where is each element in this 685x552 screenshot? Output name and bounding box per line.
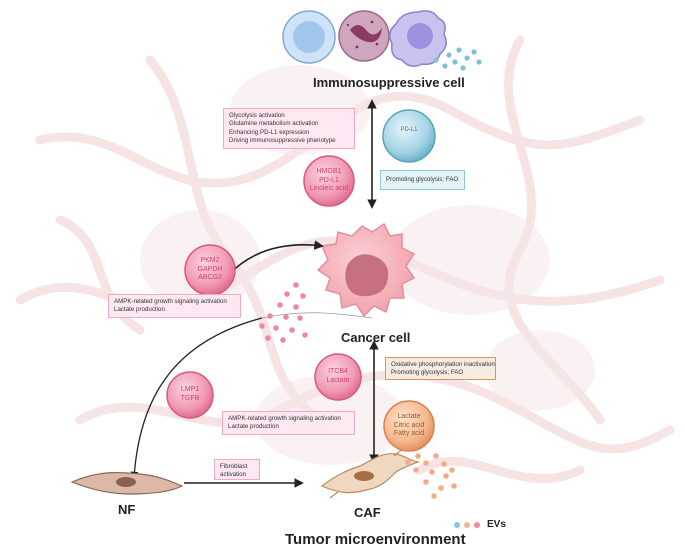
blue-evs-top bbox=[433, 47, 482, 71]
immunosuppressive-cells bbox=[282, 10, 447, 67]
fibroblast-activation-box: Fibroblast activation bbox=[214, 459, 260, 480]
cancer-cell-shape bbox=[316, 222, 416, 318]
glycolysis-activation-box: Glycolysis activation Glutamine metaboli… bbox=[223, 108, 355, 149]
pdl1-vesicle bbox=[382, 109, 436, 163]
pkm2-vesicle-text: PKM2 GAPDH ABCG2 bbox=[197, 257, 223, 281]
nf-cell-shape bbox=[70, 471, 184, 495]
lactate-vesicle bbox=[383, 400, 435, 452]
lactate-vesicle-text: Lactate Citric acid Fatty acid bbox=[393, 413, 425, 437]
ampk-lactate-box-bottom: AMPK-related growth signaling activation… bbox=[222, 411, 355, 435]
caf-label: CAF bbox=[354, 505, 381, 520]
evs-legend-label: EVs bbox=[487, 519, 506, 530]
oxidative-phosphorylation-box: Oxidative phosphorylation inactivation P… bbox=[385, 357, 496, 380]
lmp1-vesicle-text: LMP1 TGFB bbox=[180, 386, 200, 402]
pink-evs-cancer bbox=[259, 282, 308, 343]
cancer-cell-label: Cancer cell bbox=[341, 330, 411, 345]
hmgb1-vesicle bbox=[303, 155, 355, 207]
immunosuppressive-cell-label: Immunosuppressive cell bbox=[313, 75, 465, 90]
pdl1-vesicle-text: PD-L1 bbox=[400, 127, 418, 133]
promoting-glycolysis-box: Promoting glycolysis; FAO bbox=[380, 170, 465, 190]
tumor-microenvironment-label: Tumor microenvironment bbox=[285, 531, 466, 548]
lmp1-vesicle bbox=[166, 371, 214, 419]
cancer-to-nf-arrow bbox=[130, 317, 263, 480]
evs-legend-dots bbox=[454, 522, 480, 528]
orange-evs-caf bbox=[405, 453, 457, 499]
ampk-lactate-box-top: AMPK-related growth signaling activation… bbox=[108, 294, 241, 318]
nf-label: NF bbox=[118, 502, 136, 517]
hmgb1-vesicle-text: HMGB1 PD-L1 Linoleic acid bbox=[309, 168, 349, 192]
itcb4-vesicle bbox=[314, 353, 362, 401]
itcb4-vesicle-text: ITCB4 Lactate bbox=[326, 368, 350, 384]
